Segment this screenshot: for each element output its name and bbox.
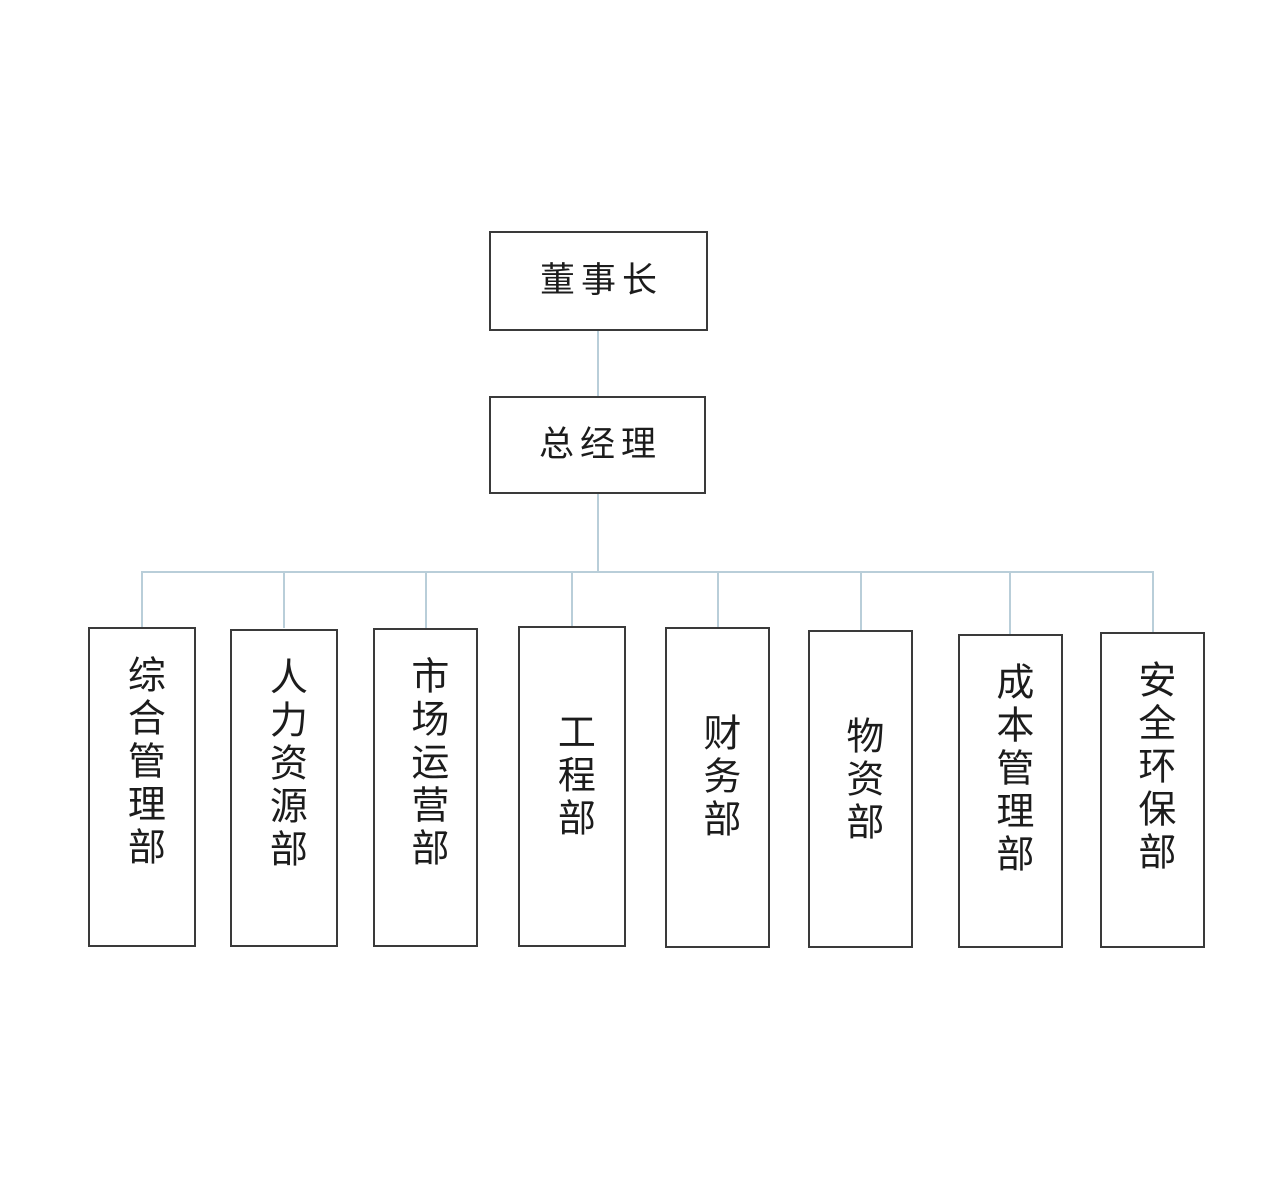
node-dept-safety-environment-label: 安全环保部 — [1131, 660, 1174, 875]
connector-horizontal-bus — [141, 571, 1154, 573]
connector-drop-dept-finance — [717, 571, 719, 628]
connector-drop-dept-human-resources — [283, 571, 285, 628]
node-general-manager[interactable]: 总经理 — [489, 396, 706, 494]
node-dept-human-resources[interactable]: 人力资源部 — [230, 629, 338, 947]
node-dept-engineering-label: 工程部 — [551, 712, 594, 841]
node-dept-safety-environment[interactable]: 安全环保部 — [1100, 632, 1205, 948]
node-dept-materials[interactable]: 物资部 — [808, 630, 913, 948]
connector-drop-dept-materials — [860, 571, 862, 630]
node-dept-engineering[interactable]: 工程部 — [518, 626, 626, 947]
node-dept-finance[interactable]: 财务部 — [665, 627, 770, 948]
node-chairman-label: 董事长 — [539, 260, 663, 300]
node-dept-market-operations[interactable]: 市场运营部 — [373, 628, 478, 947]
connector-drop-dept-general-admin — [141, 571, 143, 628]
connector-chairman-to-general-manager — [597, 331, 599, 397]
connector-drop-dept-engineering — [571, 571, 573, 628]
node-dept-cost-management-label: 成本管理部 — [989, 662, 1032, 877]
node-chairman[interactable]: 董事长 — [489, 231, 708, 331]
node-general-manager-label: 总经理 — [538, 424, 662, 464]
node-dept-human-resources-label: 人力资源部 — [263, 657, 306, 872]
connector-drop-dept-safety-environment — [1152, 571, 1154, 632]
node-dept-general-admin-label: 综合管理部 — [121, 655, 164, 870]
node-dept-finance-label: 财务部 — [696, 713, 739, 842]
connector-drop-dept-cost-management — [1009, 571, 1011, 634]
node-dept-general-admin[interactable]: 综合管理部 — [88, 627, 196, 947]
node-dept-materials-label: 物资部 — [839, 716, 882, 845]
node-dept-cost-management[interactable]: 成本管理部 — [958, 634, 1063, 948]
node-dept-market-operations-label: 市场运营部 — [404, 656, 447, 871]
connector-drop-dept-market-operations — [425, 571, 427, 628]
connector-general-manager-dropline — [597, 493, 599, 573]
